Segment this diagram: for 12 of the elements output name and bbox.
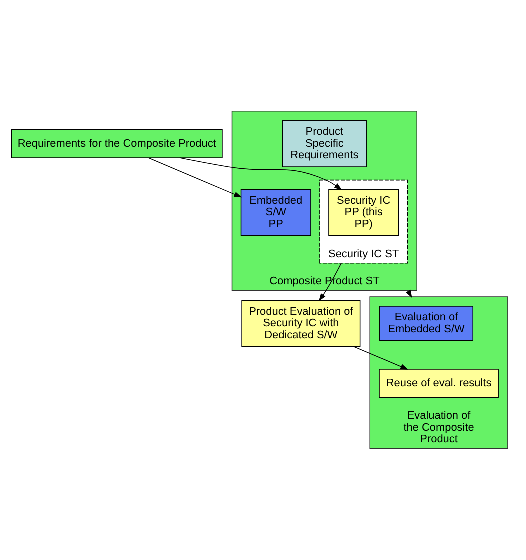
node-box: Reuse of eval. results	[379, 369, 499, 398]
arrow	[148, 158, 242, 198]
arrow	[318, 262, 342, 302]
node-box: Requirements for the Composite Product	[11, 129, 223, 158]
node-box: Product Specific Requirements	[282, 120, 367, 168]
arrow	[180, 158, 342, 190]
node-box: Product Evaluation of Security IC with Dedicated S/W	[242, 300, 361, 348]
node-box: Embedded S/W PP	[240, 189, 312, 236]
node-box: Evaluation of Embedded S/W	[380, 306, 474, 342]
node-box: Security IC PP (this PP)	[328, 189, 400, 236]
arrow	[406, 290, 412, 298]
arrow	[354, 346, 409, 370]
